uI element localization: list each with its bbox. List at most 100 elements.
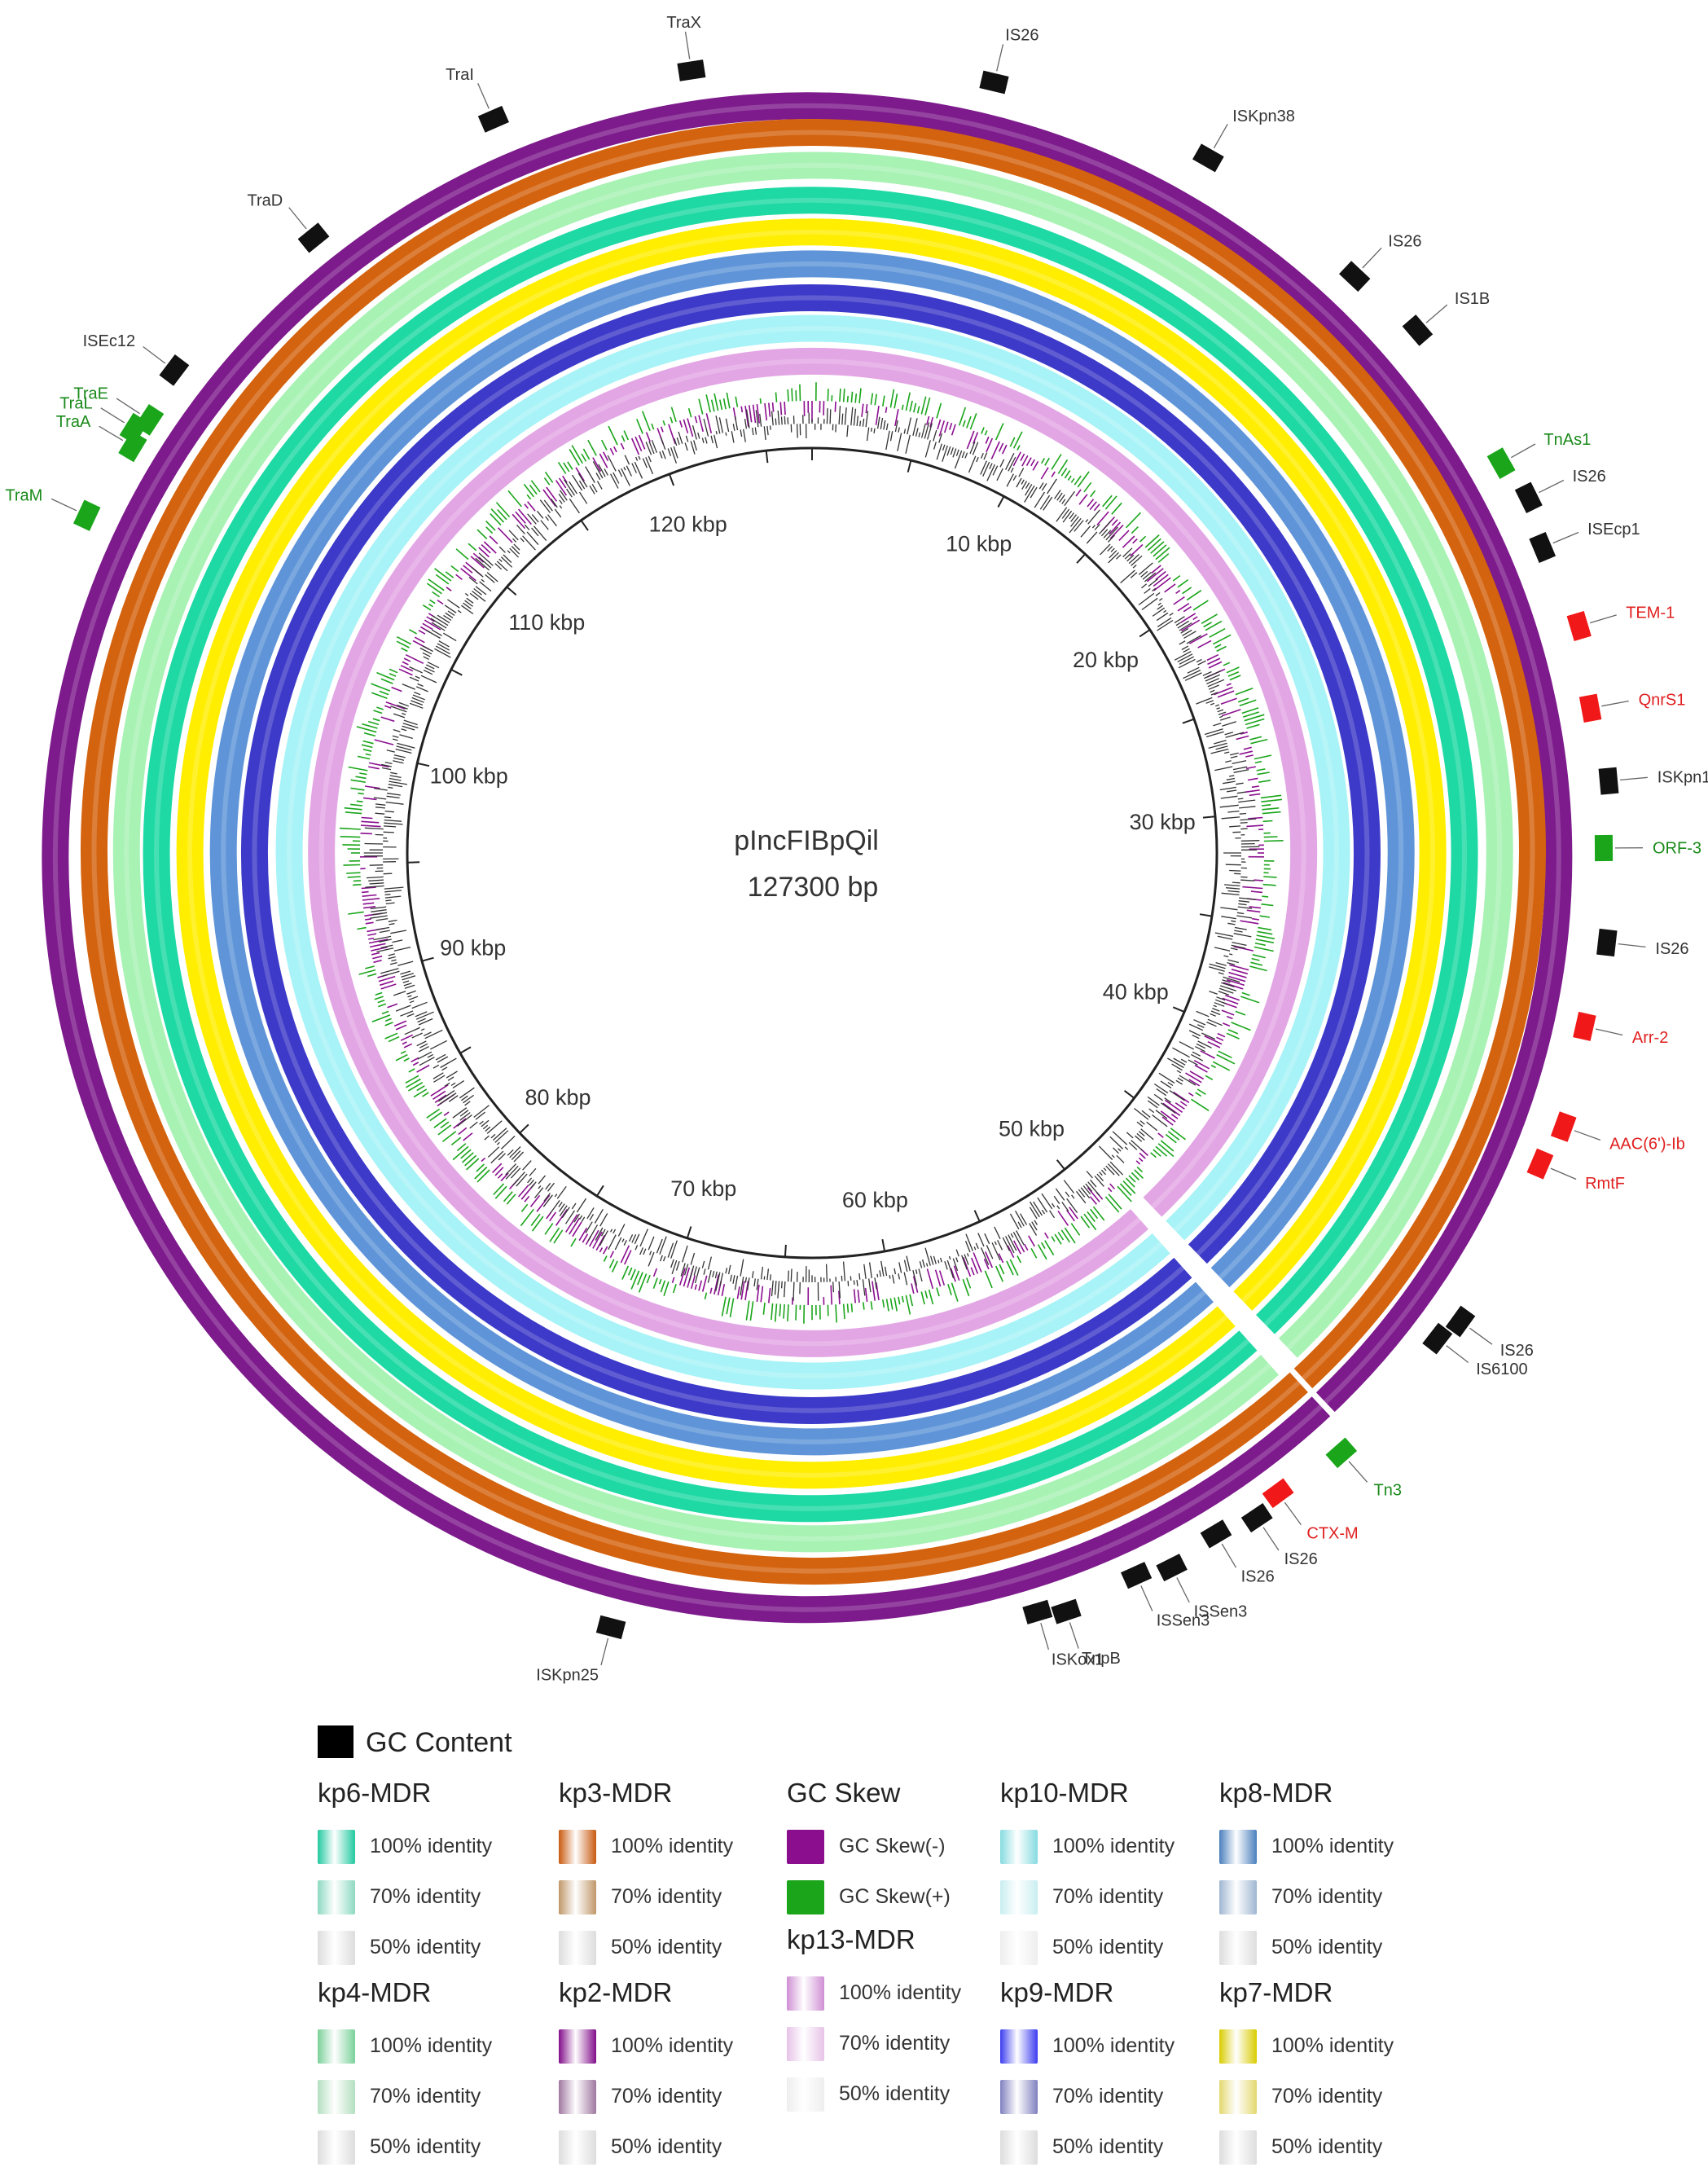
feature-label: IS26 [1284,1550,1318,1568]
feature-label: ISKpn25 [536,1667,599,1685]
feature-arrow [477,105,509,133]
feature-traa: TraA [56,413,147,463]
legend-swatch [1000,2029,1038,2064]
legend-label: 100% identity [611,2034,734,2057]
feature-label: ORF-3 [1653,840,1701,858]
legend-label: 100% identity [1052,1835,1175,1857]
feature-arrow [72,499,101,531]
kbp-label: 100 kbp [430,763,508,788]
identity-ring-kp8-mdr [209,250,1415,1456]
feature-iskpn19: ISKpn19 [1598,767,1708,795]
feature-is26: IS26 [1339,233,1421,292]
feature-issen3: ISSen3 [1120,1562,1210,1630]
feature-tnas1: TnAs1 [1486,431,1591,479]
feature-arrow [1192,143,1224,173]
feature-arrow [1486,447,1516,479]
legend-swatch [318,1931,355,1965]
feature-iskox1: ISKox1 [1022,1599,1104,1668]
legend-label: 70% identity [1052,2085,1164,2108]
identity-ring-kp9-mdr [240,284,1381,1424]
legend-swatch [559,1880,596,1914]
feature-tem-1: TEM-1 [1566,604,1675,641]
feature-arrow [1566,611,1592,641]
legend-swatch [1000,2130,1038,2165]
feature-label: QnrS1 [1639,691,1686,709]
feature-arrow [1339,261,1371,292]
feature-label: IS6100 [1476,1361,1527,1378]
legend-label: 50% identity [1271,2135,1383,2158]
feature-trai: TraI [446,66,509,133]
legend-swatch [559,2130,596,2165]
feature-label: ISSen3 [1194,1603,1248,1621]
feature-arrow [297,222,330,253]
kbp-label: 50 kbp [999,1117,1065,1141]
identity-ring-kp6-mdr [143,187,1478,1523]
feature-trad: TraD [247,191,330,253]
feature-arrow [159,354,190,386]
feature-arrow [1445,1305,1476,1338]
legend-label: 100% identity [839,1981,962,2004]
legend-label: 50% identity [839,2082,951,2105]
feature-ctx-m: CTX-M [1262,1478,1359,1542]
feature-label: ISKpn38 [1232,108,1295,125]
feature-tram: TraM [5,486,101,531]
feature-is1b: IS1B [1402,290,1490,346]
feature-arrow [1550,1111,1577,1142]
legend-group-title: kp10-MDR [1000,1778,1129,1808]
legend-swatch [559,1931,596,1965]
feature-label: Tn3 [1374,1481,1402,1499]
legend-label: 70% identity [1271,1885,1383,1908]
feature-arrow [1573,1011,1596,1041]
feature-label: TraA [56,413,91,431]
feature-arrow [1156,1554,1188,1582]
legend-label: 70% identity [611,1885,722,1908]
legend-group-title: kp8-MDR [1219,1778,1333,1808]
feature-arrow [1578,693,1602,723]
legend-swatch [1219,1931,1257,1965]
feature-arrow [1422,1322,1453,1355]
identity-ring-kp4-mdr [112,152,1513,1553]
feature-label: TraM [5,486,42,504]
feature-label: Arr-2 [1632,1029,1668,1047]
feature-is26: IS26 [1596,928,1689,958]
legend-swatch [787,1830,824,1864]
legend-label: 50% identity [1271,1936,1383,1958]
legend-swatch [1219,1830,1257,1864]
feature-arrow [1051,1598,1082,1624]
feature-label: CTX-M [1306,1524,1358,1542]
legend-swatch [1219,2029,1257,2064]
kbp-label: 20 kbp [1073,648,1139,672]
kbp-label: 80 kbp [525,1085,591,1110]
feature-arrow [1262,1478,1294,1509]
legend-swatch [1000,1830,1038,1864]
feature-label: IS26 [1655,940,1688,958]
legend-label: 70% identity [370,2085,481,2108]
feature-label: IS26 [1388,233,1421,251]
feature-iskpn25: ISKpn25 [536,1615,626,1685]
feature-arrow [595,1615,626,1640]
plasmid-title: pIncFIBpQil [734,825,879,856]
feature-arrow [1325,1437,1358,1469]
feature-arrow [1526,1148,1554,1180]
feature-isec12: ISEc12 [83,332,190,386]
legend-label: 70% identity [839,2032,951,2055]
feature-label: TraI [446,66,474,84]
legend-swatch [787,2027,824,2061]
feature-arrow [1529,531,1557,564]
feature-label: TraE [73,385,108,403]
feature-label: TraD [247,191,283,209]
legend-label: 50% identity [611,1936,722,1958]
legend-label: 100% identity [370,2034,493,2057]
legend-label: GC Skew(-) [839,1835,946,1857]
legend-swatch [559,2080,596,2114]
feature-label: AAC(6')-Ib [1609,1136,1685,1154]
legend-label: 50% identity [370,1936,481,1958]
gc-skew-track [339,382,1284,1324]
feature-qnrs1: QnrS1 [1578,691,1686,723]
kbp-label: 40 kbp [1103,980,1169,1004]
legend-group-title: kp9-MDR [1000,1977,1114,2007]
identity-ring-kp7-mdr [176,218,1447,1489]
legend-group-title: kp2-MDR [559,1977,673,2007]
